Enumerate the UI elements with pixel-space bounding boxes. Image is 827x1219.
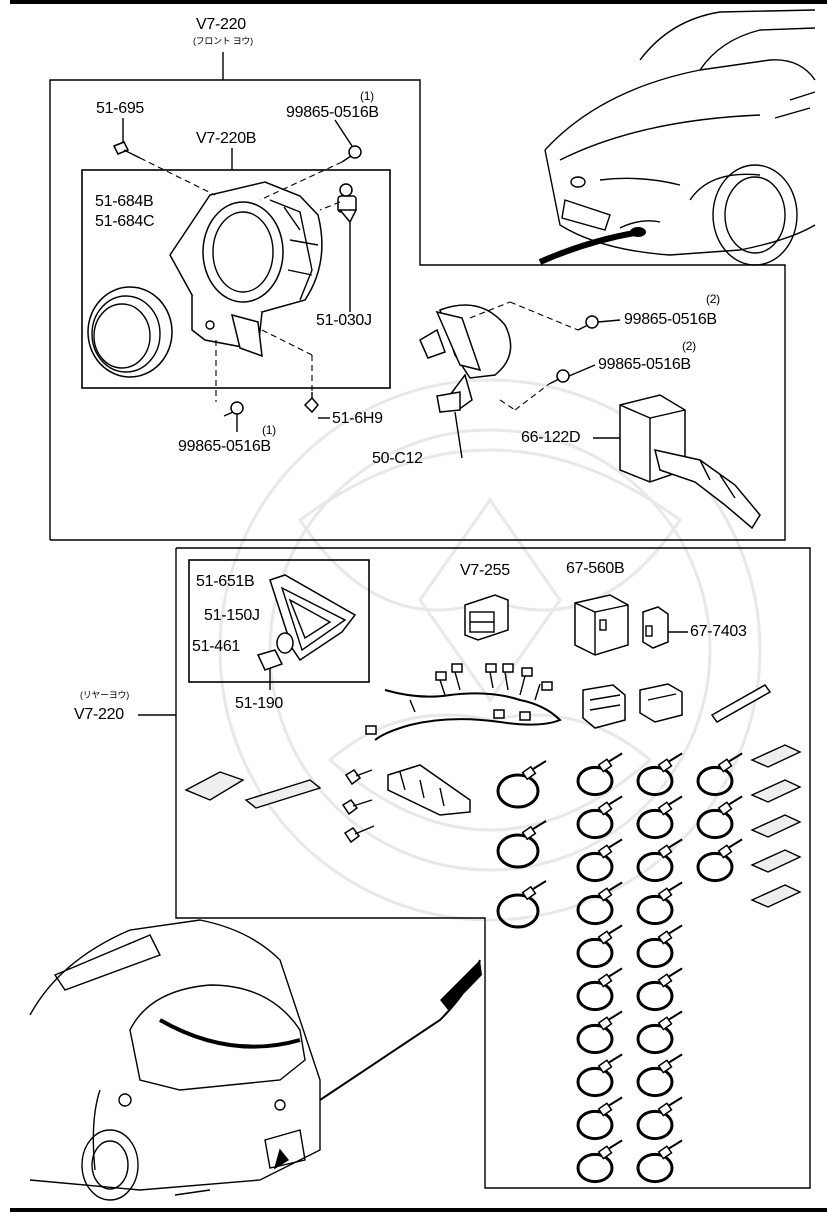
- bolt-99865-lower: [223, 401, 244, 432]
- bolt-99865-e: [548, 364, 596, 385]
- relay-67-560b: [574, 594, 629, 656]
- cable-tie: [576, 752, 623, 797]
- assembly-lines: [139, 157, 343, 402]
- cable-tie: [576, 1053, 623, 1098]
- cable-tie: [636, 752, 683, 797]
- label-lamp-assembly: V7-220B: [196, 130, 257, 147]
- cable-tie: [576, 881, 623, 926]
- car-rear-illustration: [29, 919, 482, 1201]
- label-holder: 50-C12: [372, 450, 423, 467]
- cable-tie: [636, 967, 683, 1012]
- cable-tie: [636, 1010, 683, 1055]
- label-rear-bulb: 51-461: [192, 638, 241, 655]
- label-bolt-d: 99865-0516B: [624, 311, 717, 328]
- label-relay: 67-560B: [566, 560, 625, 577]
- front-fog-lamp-section: [49, 9, 816, 541]
- rear-frame: [175, 547, 811, 1189]
- label-bulb: 51-030J: [316, 312, 372, 329]
- holder-50-c12: [419, 304, 512, 459]
- cable-tie: [576, 1096, 623, 1141]
- rear-screws: [341, 768, 375, 844]
- label-rear-group: V7-220: [74, 706, 124, 723]
- rear-fog-lamp-section: [29, 547, 811, 1201]
- connector-b: [639, 683, 683, 723]
- cable-tie: [636, 881, 683, 926]
- fog-lamp-bulb: [337, 183, 358, 312]
- cable-tie: [636, 1096, 683, 1141]
- cable-tie: [576, 924, 623, 969]
- label-bolt-c: 99865-0516B: [178, 438, 271, 455]
- cable-tie: [576, 1139, 623, 1184]
- label-top-group: V7-220: [196, 16, 246, 33]
- fog-lamp-lens: [87, 286, 173, 378]
- switch-66-122d: [593, 394, 761, 530]
- label-bolt-d-qty: (2): [706, 292, 720, 306]
- cable-tie: [696, 752, 743, 797]
- fuse-67-7403: [642, 606, 688, 649]
- label-bolt-b: 99865-0516B: [286, 104, 379, 121]
- label-bolt-c-qty: (1): [262, 423, 276, 437]
- bottom-rule: [10, 1208, 827, 1212]
- label-switch: 66-122D: [521, 429, 581, 446]
- label-bracket-l: 51-684B: [95, 193, 154, 210]
- bolt-99865-d: [577, 315, 621, 331]
- watermark-emblem: [218, 378, 762, 922]
- wiring-harness: [365, 663, 562, 741]
- label-fuse: 67-7403: [690, 623, 747, 640]
- label-bolt-a: 51-695: [96, 100, 145, 117]
- cable-tie: [636, 1139, 683, 1184]
- cable-tie: [576, 967, 623, 1012]
- cable-tie: [576, 1010, 623, 1055]
- cable-tie: [636, 838, 683, 883]
- rear-lamp-box: [188, 559, 370, 683]
- cable-tie: [496, 760, 547, 809]
- cable-tie: [696, 838, 743, 883]
- cable-tie: [696, 795, 743, 840]
- rear-lamp-bulb: [256, 632, 294, 690]
- label-bracket-r: 51-684C: [95, 213, 155, 230]
- cable-ties: [496, 752, 743, 1184]
- front-frame: [49, 79, 786, 541]
- label-rear-lens: 51-150J: [204, 607, 260, 624]
- rear-switch-v7-255: [464, 594, 509, 641]
- adhesive-pads: [184, 744, 802, 908]
- bolt-51-695: [112, 118, 141, 159]
- label-top-group-note: (フロント ヨウ): [193, 36, 253, 46]
- label-rear-switch: V7-255: [460, 562, 510, 579]
- wire-clamp-strip: [387, 764, 471, 816]
- assembly-lines-right: [469, 301, 579, 411]
- label-screw: 51-6H9: [332, 410, 383, 427]
- label-rear-socket: 51-190: [235, 695, 284, 712]
- cable-tie: [636, 924, 683, 969]
- label-bolt-b-qty: (1): [360, 89, 374, 103]
- label-bolt-e-qty: (2): [682, 339, 696, 353]
- cable-tie: [636, 1053, 683, 1098]
- top-rule: [10, 0, 827, 4]
- bolt-99865-top: [334, 119, 362, 163]
- tube-piece: [710, 684, 772, 723]
- label-bolt-e: 99865-0516B: [598, 356, 691, 373]
- label-rear-group-note: (リヤーヨウ): [80, 690, 129, 700]
- cable-tie: [496, 820, 547, 869]
- cable-tie: [576, 795, 623, 840]
- cable-tie: [496, 880, 547, 929]
- label-rear-bracket: 51-651B: [196, 573, 255, 590]
- connector-a: [582, 684, 626, 729]
- screw-51-6h9: [303, 392, 330, 419]
- lamp-assembly-box: [81, 169, 391, 389]
- cable-tie: [636, 795, 683, 840]
- cable-tie: [576, 838, 623, 883]
- fog-lamp-body: [169, 181, 323, 358]
- car-front-illustration: [538, 9, 816, 266]
